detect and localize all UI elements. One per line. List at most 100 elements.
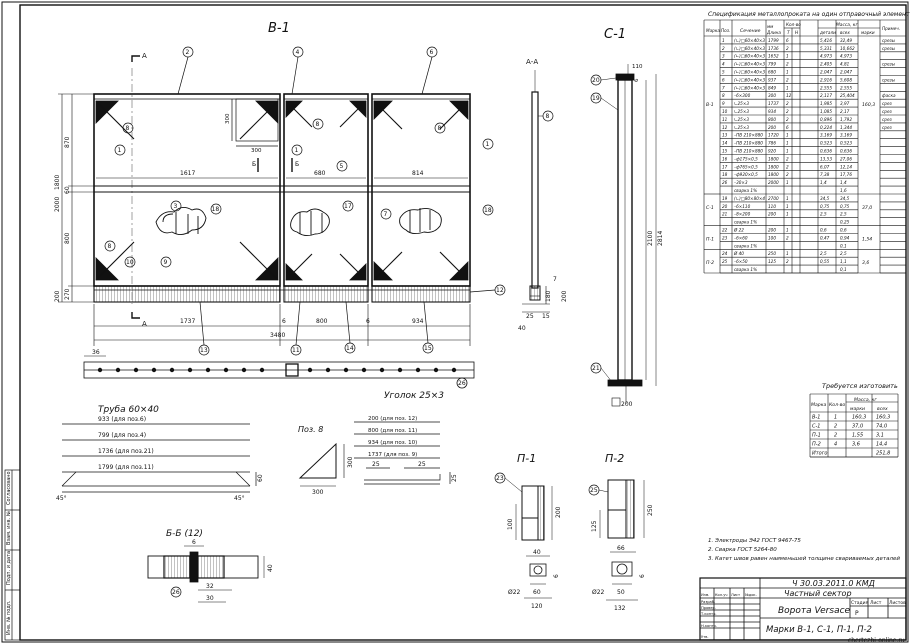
spec-cell: 250 [768,251,776,256]
svg-text:110: 110 [632,64,643,70]
spec-cell: 934 [768,109,776,114]
svg-text:934 (для поз. 10): 934 (для поз. 10) [368,440,417,446]
req-cell: 74,0 [876,424,887,430]
spec-cell: 2 [786,62,789,67]
svg-text:Изм.: Изм. [701,593,709,597]
svg-text:Разраб.: Разраб. [701,600,715,604]
svg-text:132: 132 [614,605,626,612]
spec-cell: –ф920×0,5 [734,172,758,177]
spec-mark: В-1 [706,102,714,108]
svg-text:8: 8 [438,125,442,132]
spec-cell: 2 [786,172,789,177]
req-cell: 14,4 [876,442,887,448]
svg-text:60: 60 [64,186,71,194]
spec-cell: –ПВ 210×880 [734,141,763,146]
spec-header: Н [795,30,799,35]
svg-text:800 (для поз. 11): 800 (для поз. 11) [368,428,417,434]
svg-text:15: 15 [542,313,550,320]
spec-cell: –6×60 [734,235,748,240]
spec-cell: 1,085 [820,109,832,114]
section-bb: Б-Б (12) 6 40 32 30 26 [147,529,274,603]
svg-text:25: 25 [590,487,598,494]
spec-cell: 0,75 [820,204,830,209]
spec-cell: 2 [786,77,789,82]
spec-cell: 2,5 [840,212,847,217]
spec-cell: сварка 1% [734,188,757,193]
spec-cell: 3,169 [840,133,852,138]
req-cell: 160,3 [876,415,890,421]
svg-text:125: 125 [591,520,598,532]
spec-cell: 2,405 [820,62,832,67]
spec-cell: 1800 [768,164,779,169]
spec-cell: 1800 [768,172,779,177]
svg-text:№док.: №док. [745,593,757,597]
spec-cell: 2,047 [840,70,852,75]
spec-cell: сварка 1% [734,243,757,248]
req-cell: П-2 [812,442,821,448]
spec-cell: 200 [768,125,776,130]
spec-cell: 0,55 [820,259,830,264]
svg-text:19: 19 [592,95,600,102]
spec-cell: 300 [768,93,776,98]
spec-cell: 2,047 [820,70,832,75]
svg-text:26: 26 [458,380,466,387]
stamp-object: Частный сектор [784,589,852,598]
svg-text:Лист: Лист [731,593,740,597]
spec-cell: 2,5 [840,251,847,256]
spec-cell: 2,555 [840,85,852,90]
spec-cell: 3 [722,54,725,59]
spec-cell: –ф765×0,5 [734,164,758,169]
req-header: всех [877,407,888,412]
spec-cell: 100 [768,235,776,240]
pipe-strip: 36 26 [83,349,475,389]
spec-cell: 1,4 [820,180,827,185]
spec-cell: 680 [768,70,776,75]
spec-cell: 32,49 [840,38,852,43]
spec-cell: 0,94 [840,235,850,240]
spec-cell: 4 [722,62,725,67]
svg-text:120: 120 [531,603,543,610]
spec-cell: –ПВ 210×880 [734,149,763,154]
svg-text:933 (для поз.6): 933 (для поз.6) [98,416,146,423]
svg-text:814: 814 [412,170,424,177]
spec-cell: 4,973 [840,54,852,59]
spec-cell: 0,523 [840,141,852,146]
mid-rail [93,185,471,193]
gate-frame-left [93,93,281,287]
spec-cell: 7 [722,85,725,90]
svg-text:Б: Б [295,161,299,168]
spec-cell: ∟25×3 [734,109,749,114]
spec-cell: 0,6 [820,228,827,233]
spec-cell: 6 [786,125,789,130]
spec-cell: 6 [786,38,789,43]
spec-cell: 0,523 [820,141,832,146]
spec-cell: 27,06 [840,156,852,161]
spec-cell: 2 [722,46,725,51]
pipe-title: Труба 60×40 [98,405,159,415]
spec-cell: 1 [786,70,789,75]
svg-text:А: А [142,52,147,60]
svg-text:36: 36 [92,349,100,356]
detail-p2: П-2 125 250 25 66 50 6 132 Ø22 [588,452,654,612]
spec-cell: срез [882,109,893,114]
spec-header: детали [819,30,836,35]
spec-cell: 1 [786,133,789,138]
svg-text:50: 50 [617,589,625,596]
svg-text:200: 200 [561,290,568,302]
svg-text:9: 9 [164,259,168,266]
spec-cell: 10 [722,109,728,114]
spec-cell: 920 [768,149,776,154]
svg-text:Стадия: Стадия [851,600,869,606]
spec-cell: 2,555 [820,85,832,90]
svg-text:Ø22: Ø22 [508,589,521,596]
spec-cell: 1 [786,141,789,146]
vertical-dims-left: 2000 870 60 800 270 1800 200 [54,93,94,303]
corner-gussets [95,100,469,281]
spec-cell: 3,169 [820,133,832,138]
spec-cell: 5,608 [840,77,852,82]
svg-text:8: 8 [126,125,130,132]
spec-cell: –ПВ 210×880 [734,133,763,138]
spec-header: Марка [706,28,720,33]
spec-cell: 0,47 [820,235,830,240]
spec-cell: 2,17 [840,109,850,114]
